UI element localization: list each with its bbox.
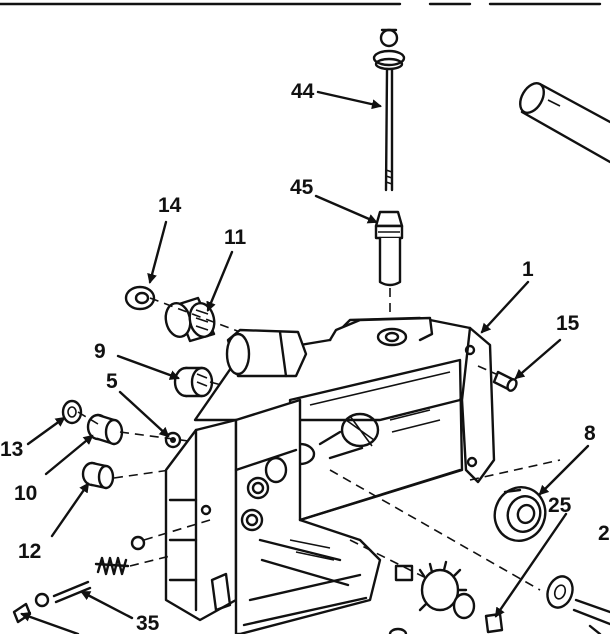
callout-leaders: [20, 90, 590, 634]
callout-44: 44: [291, 80, 315, 103]
bearing-part-8: [493, 486, 547, 542]
gear-part-25: [329, 459, 561, 634]
gearbox-housing-part-1: [164, 316, 496, 634]
callout-12: 12: [18, 540, 41, 563]
callout-11: 11: [224, 226, 247, 249]
callout-10: 10: [14, 482, 37, 505]
callout-labels: 44 45 14 11 1 15 9 5 13 10 8 25 2 12 35: [0, 80, 610, 634]
callout-8: 8: [584, 422, 596, 445]
dipstick-part: [372, 28, 406, 192]
bushing-part-12: [81, 461, 115, 490]
plug-part-5: [164, 431, 182, 449]
callout-5: 5: [106, 370, 118, 393]
pin-part-15: [477, 365, 518, 392]
callout-45: 45: [290, 176, 314, 199]
bearing-part-9: [173, 366, 214, 398]
callout-9: 9: [94, 340, 106, 363]
callout-25: 25: [548, 494, 572, 517]
callout-14: 14: [158, 194, 182, 217]
spring-part-35: [12, 519, 211, 624]
callout-15: 15: [556, 312, 580, 335]
shaft-part: [519, 82, 610, 164]
dipstick-tube-part: [374, 210, 404, 320]
callout-2: 2: [598, 522, 610, 545]
washer-part-14: [124, 285, 156, 311]
alignment-lines-left: [77, 297, 261, 479]
callout-1: 1: [522, 258, 534, 281]
washer-part-2: [546, 575, 610, 634]
bushing-part-10: [86, 413, 124, 446]
callout-13: 13: [0, 438, 23, 461]
callout-35: 35: [136, 612, 160, 634]
ring-part-13: [61, 399, 83, 425]
